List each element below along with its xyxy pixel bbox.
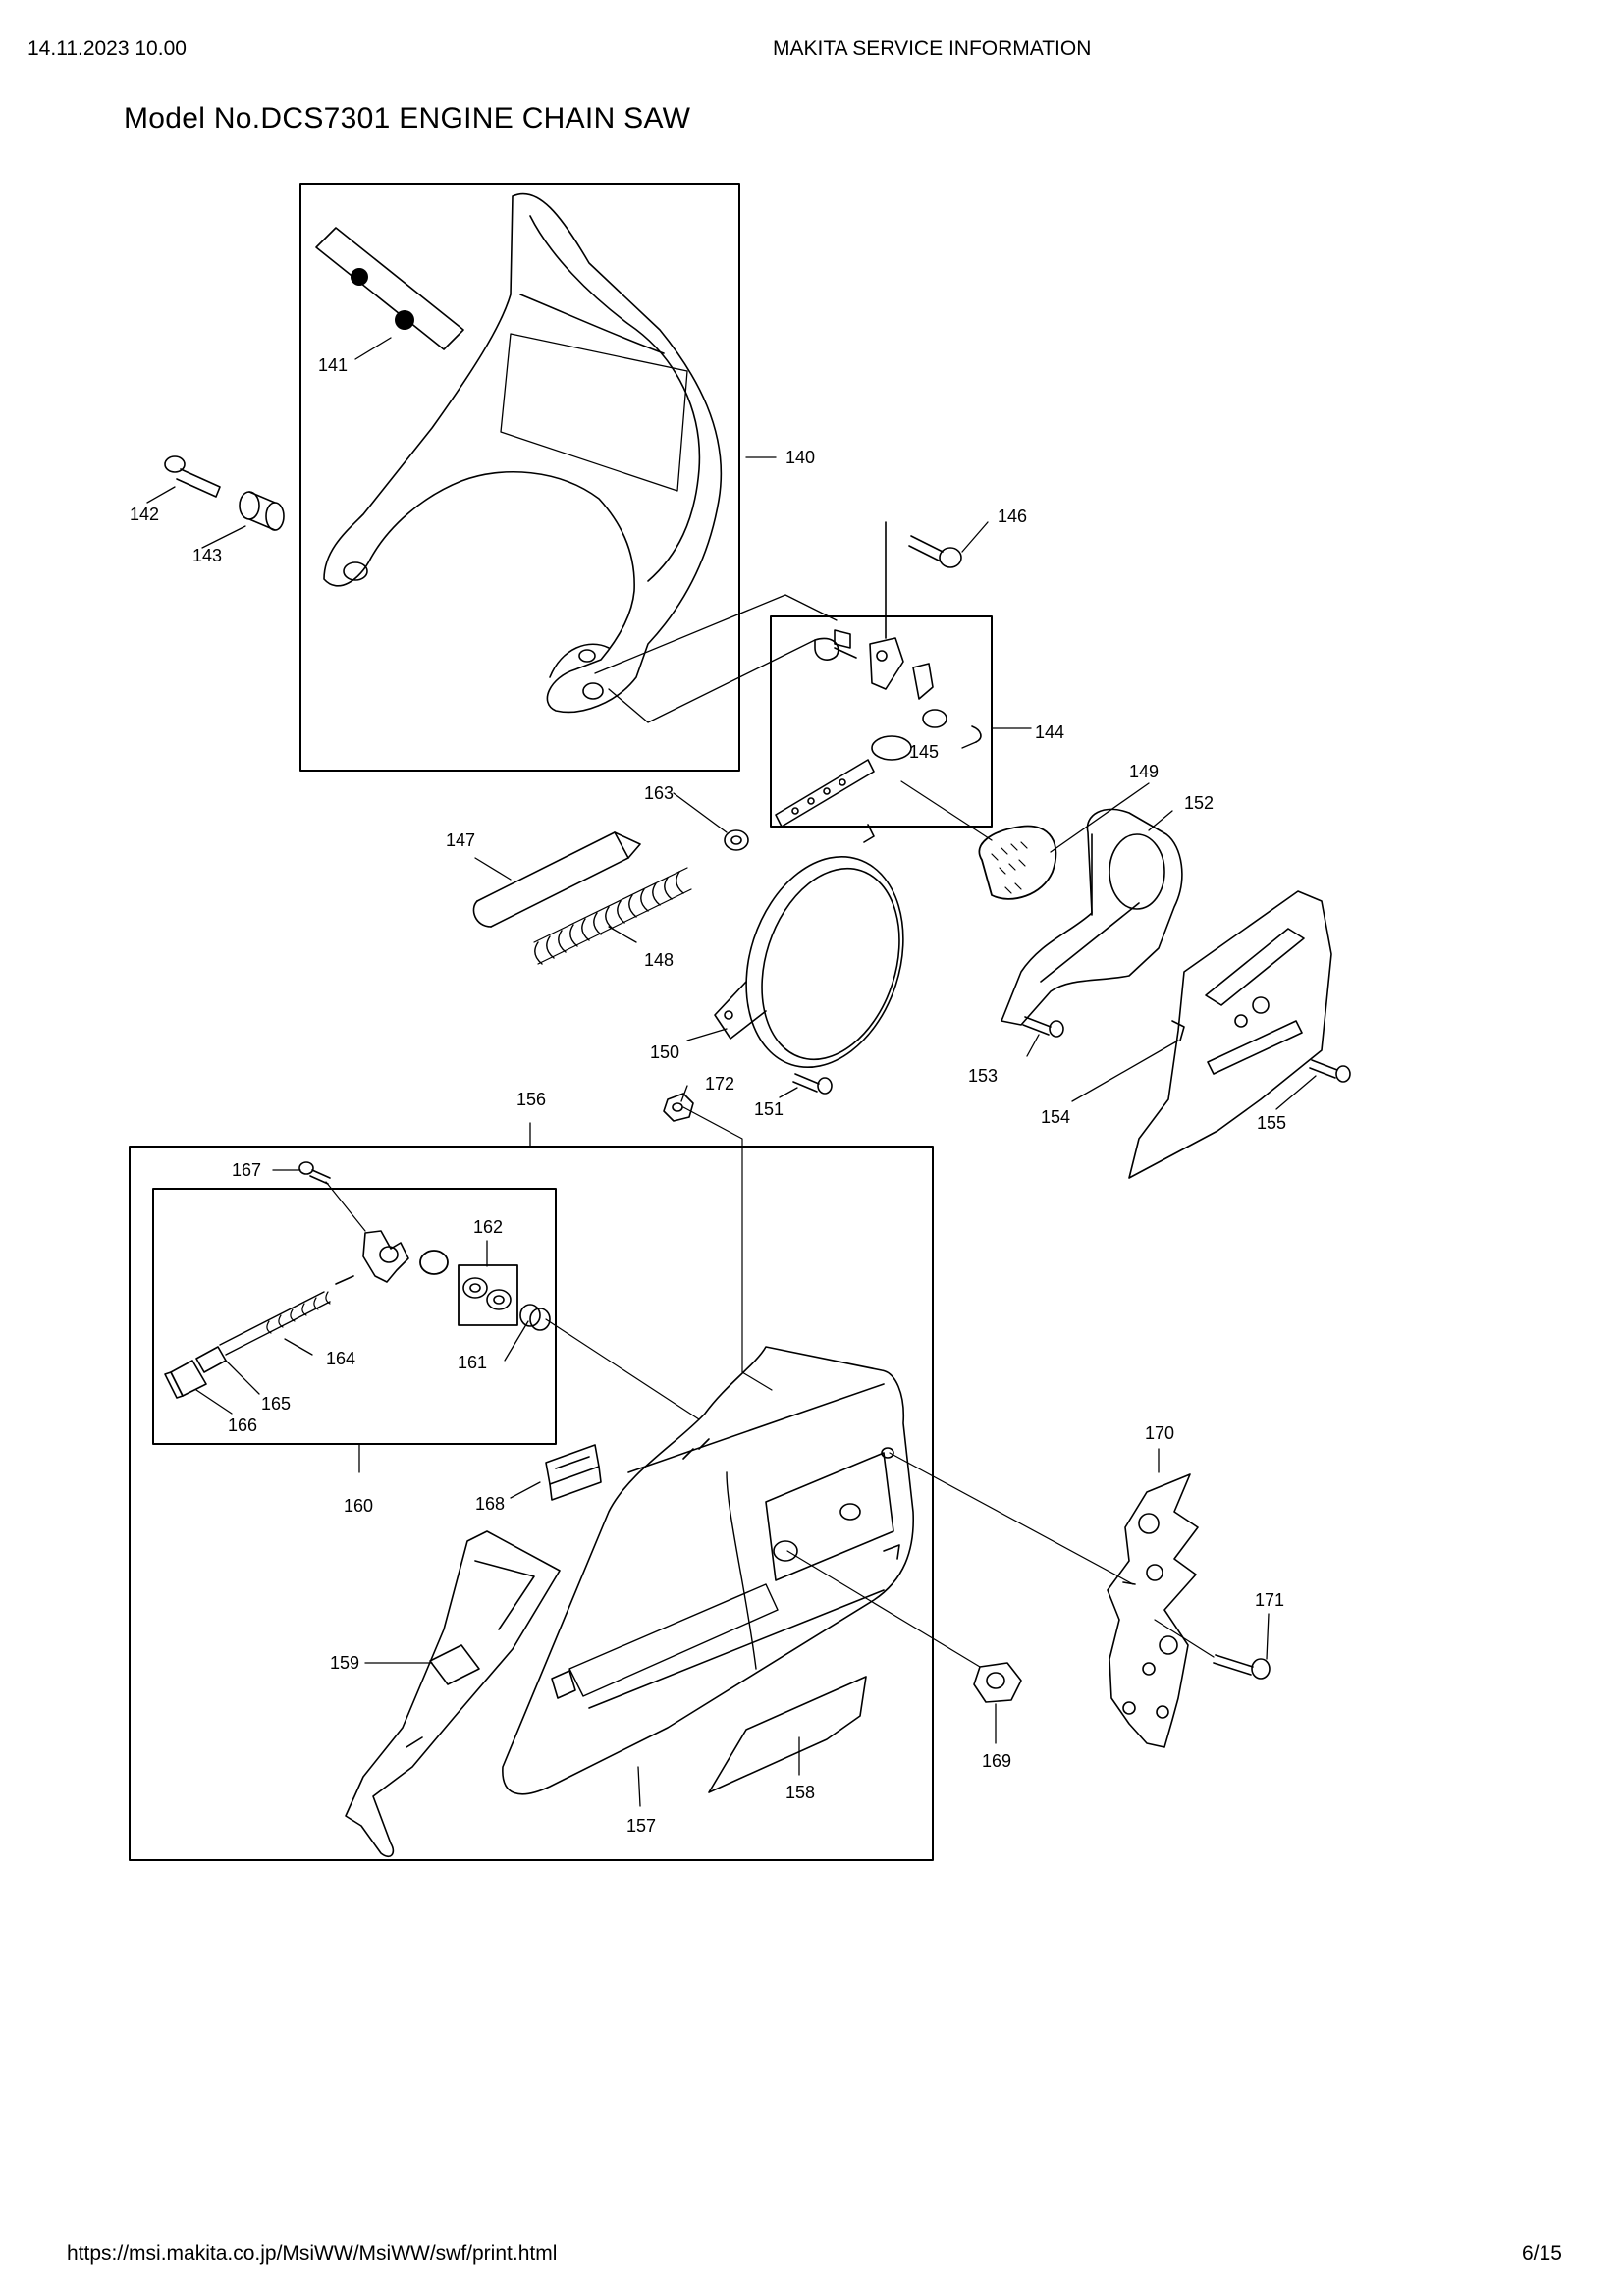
bushing-161-part [519, 1304, 551, 1331]
part-label-162: 162 [473, 1217, 503, 1237]
box-chain-brake-lever-group [299, 183, 740, 772]
sleeve-part [472, 831, 641, 928]
part-label-158: 158 [785, 1783, 815, 1802]
part-label-168: 168 [475, 1494, 505, 1514]
nut-169-part [973, 1662, 1022, 1703]
part-label-147: 147 [446, 830, 475, 850]
spike-bar-part [1107, 1473, 1199, 1748]
part-label-167: 167 [232, 1160, 261, 1180]
part-label-169: 169 [982, 1751, 1011, 1771]
box-brake-linkage-group [770, 615, 993, 828]
part-label-155: 155 [1257, 1113, 1286, 1133]
nut-172-part [663, 1093, 694, 1122]
bolt-part [164, 455, 221, 498]
page-number: 6/15 [1522, 2242, 1562, 2265]
filter-pad-part [978, 825, 1057, 900]
document-source: MAKITA SERVICE INFORMATION [773, 37, 1092, 60]
part-label-160: 160 [344, 1496, 373, 1516]
part-label-145: 145 [909, 742, 939, 762]
part-label-152: 152 [1184, 793, 1214, 813]
part-label-161: 161 [458, 1353, 487, 1372]
part-label-141: 141 [318, 355, 348, 375]
part-label-151: 151 [754, 1099, 784, 1119]
box-washer-group [458, 1264, 518, 1326]
screw-146-part [908, 535, 962, 568]
part-number-labels: 140 141 142 143 144 145 146 147 148 149 … [130, 355, 1286, 1836]
part-label-143: 143 [192, 546, 222, 565]
part-label-150: 150 [650, 1042, 679, 1062]
part-label-154: 154 [1041, 1107, 1070, 1127]
footer-url: https://msi.makita.co.jp/MsiWW/MsiWW/swf… [67, 2242, 558, 2265]
part-label-148: 148 [644, 950, 674, 970]
pad-block-part [545, 1444, 602, 1501]
sprocket-cover-part [502, 1346, 914, 1795]
part-label-156: 156 [516, 1090, 546, 1109]
washers-162-part [462, 1277, 512, 1310]
cover-part [1001, 808, 1183, 1026]
box-chain-tensioner-group [152, 1188, 557, 1445]
part-label-170: 170 [1145, 1423, 1174, 1443]
part-label-153: 153 [968, 1066, 998, 1086]
part-label-171: 171 [1255, 1590, 1284, 1610]
page-title: Model No.DCS7301 ENGINE CHAIN SAW [124, 102, 691, 134]
screw-155-part [1309, 1059, 1351, 1083]
part-label-140: 140 [785, 448, 815, 467]
part-label-159: 159 [330, 1653, 359, 1673]
screw-167-part [298, 1161, 331, 1185]
washer-163-part [724, 829, 749, 851]
part-label-163: 163 [644, 783, 674, 803]
part-label-172: 172 [705, 1074, 734, 1094]
part-label-165: 165 [261, 1394, 291, 1414]
spring-part [533, 867, 692, 965]
part-label-142: 142 [130, 505, 159, 524]
collar-part [239, 491, 285, 531]
screw-153-part [1022, 1016, 1064, 1038]
part-label-144: 144 [1035, 722, 1064, 742]
rear-grip-part [345, 1530, 561, 1858]
box-sprocket-guard-group [129, 1146, 934, 1861]
screw-151-part [792, 1073, 833, 1095]
brake-linkage-parts [775, 521, 982, 843]
tensioner-parts [164, 1230, 449, 1399]
screw-171-part [1213, 1654, 1271, 1680]
part-label-149: 149 [1129, 762, 1159, 781]
brake-band-part [714, 855, 904, 1069]
part-label-166: 166 [228, 1415, 257, 1435]
part-label-157: 157 [626, 1816, 656, 1836]
part-label-164: 164 [326, 1349, 355, 1368]
warning-label-part [315, 227, 464, 350]
callout-leaders [146, 337, 1317, 1807]
print-datetime: 14.11.2023 10.00 [27, 37, 187, 60]
hand-guard-part [323, 192, 723, 714]
part-label-146: 146 [998, 507, 1027, 526]
cover-label-part [708, 1676, 867, 1793]
side-plate-part [1128, 890, 1332, 1179]
